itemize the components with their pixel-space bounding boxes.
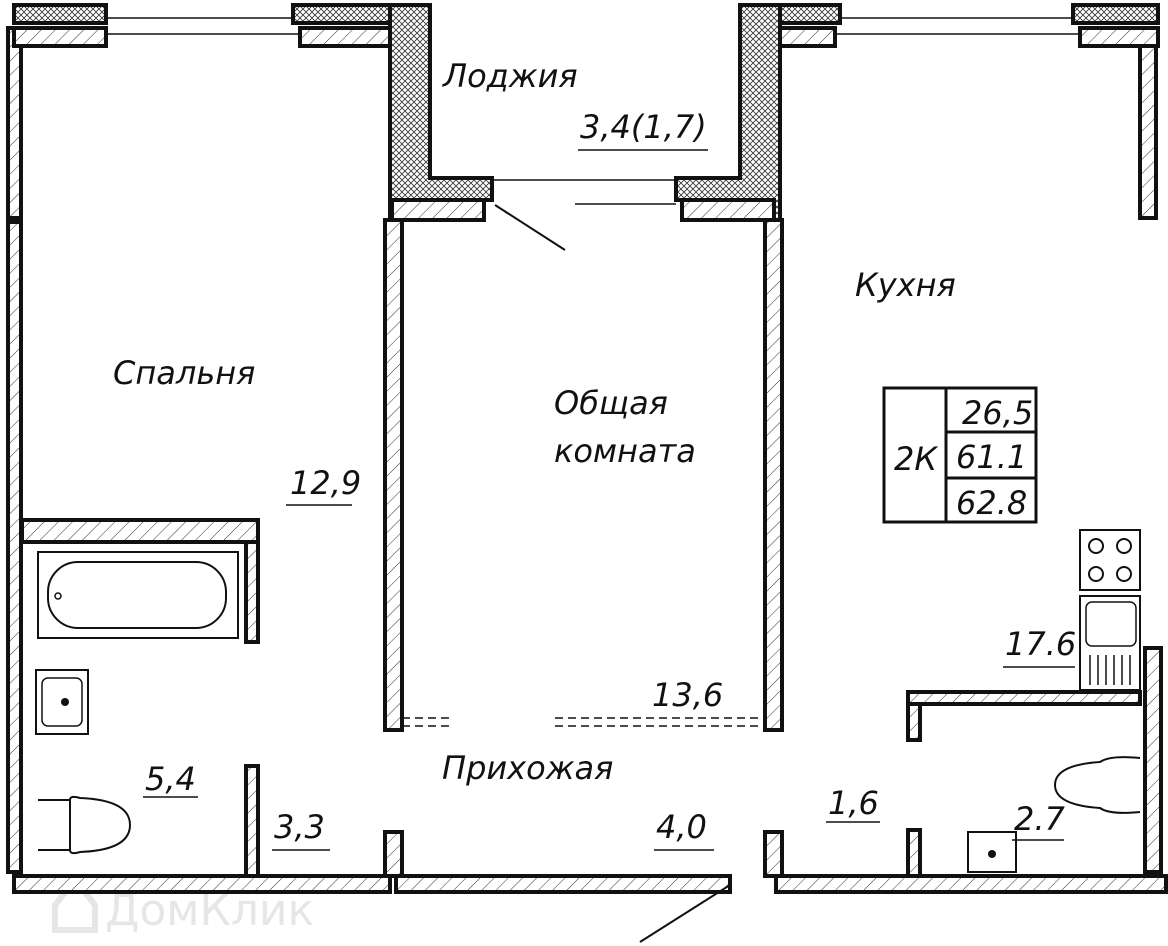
bedroom-area: 12,9	[290, 464, 361, 502]
hallway-area: 4,0	[656, 808, 707, 846]
bathroom-sink	[35, 669, 89, 735]
kitchen-name: Кухня	[855, 266, 956, 304]
walls	[6, 3, 1168, 943]
living-area: 13,6	[652, 676, 723, 714]
living-name-line2: комната	[554, 432, 696, 470]
kitchen-area: 17.6	[1005, 625, 1076, 663]
bathtub	[37, 551, 239, 639]
bathroom-area: 5,4	[145, 760, 196, 798]
toilet-wc	[1053, 756, 1141, 814]
bedroom-name: Спальня	[113, 354, 255, 392]
total-area: 61.1	[956, 438, 1027, 476]
living-name-line1: Общая	[554, 384, 668, 422]
loggia-area: 3,4(1,7)	[580, 108, 707, 146]
kitchen-sink	[1079, 595, 1141, 691]
stove	[1079, 529, 1141, 591]
toilet-area: 2.7	[1014, 800, 1066, 838]
loggia-name: Лоджия	[442, 57, 578, 95]
wc-sink	[967, 831, 1017, 873]
closet-area: 3,3	[274, 808, 325, 846]
total-area-with-loggia: 62.8	[956, 484, 1027, 522]
apartment-type: 2К	[894, 440, 938, 478]
living-area-total: 26,5	[962, 394, 1033, 432]
area-summary-table: 2К 26,5 61.1 62.8	[882, 386, 1038, 524]
hallway-name: Прихожая	[442, 749, 613, 787]
toilet-bathroom	[38, 795, 132, 855]
corridor-area: 1,6	[828, 784, 879, 822]
